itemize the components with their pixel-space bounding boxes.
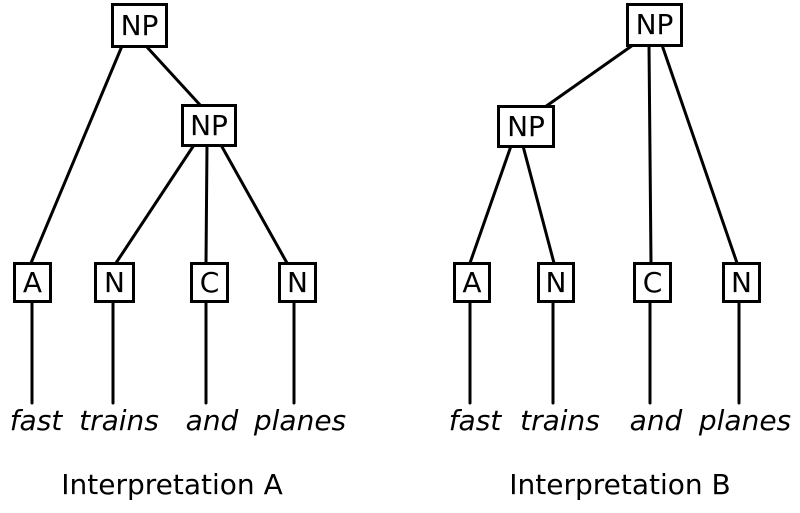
tree-a-caption: Interpretation A <box>61 468 283 501</box>
tree-b-word-trains: trains <box>520 404 600 437</box>
tree-b-leaf-n1-node: N <box>537 262 575 303</box>
tree-a-word-trains: trains <box>79 404 159 437</box>
edge-b-inner-to-leaf-n1 <box>521 144 556 265</box>
tree-a-word-fast: fast <box>9 404 63 437</box>
tree-b-inner-np-node: NP <box>497 105 555 148</box>
tree-a-root-np-node: NP <box>111 3 168 48</box>
tree-a-leaf-n1-node: N <box>94 262 135 303</box>
tree-b-word-planes: planes <box>698 404 792 437</box>
tree-a-inner-np-node: NP <box>181 104 237 147</box>
tree-a-leaf-a-node: A <box>13 262 52 303</box>
tree-b-root-np-node: NP <box>626 3 683 47</box>
tree-b-word-and: and <box>629 404 683 437</box>
tree-b-leaf-c-node: C <box>633 262 672 303</box>
edge-a-inner-to-leaf-c <box>204 143 209 265</box>
tree-a-word-and: and <box>185 404 239 437</box>
tree-a-word-planes: planes <box>253 404 347 437</box>
tree-b-word-fast: fast <box>448 404 502 437</box>
tree-b-caption: Interpretation B <box>509 468 731 501</box>
edge-b-root-to-leaf-c <box>647 43 653 265</box>
edge-a-inner-to-leaf-n2 <box>219 143 289 265</box>
tree-b-leaf-n2-node: N <box>722 262 761 303</box>
tree-a-leaf-c-node: C <box>190 262 229 303</box>
edge-a-root-to-leaf-a <box>29 44 124 265</box>
edge-b-root-to-inner-np <box>543 43 635 109</box>
edge-a-root-to-inner-np <box>144 44 203 108</box>
tree-a-leaf-n2-node: N <box>278 262 317 303</box>
edge-b-root-to-leaf-n2 <box>660 43 739 265</box>
edge-b-inner-to-leaf-a <box>468 144 513 265</box>
edge-a-inner-to-leaf-n1 <box>114 143 196 265</box>
tree-b-leaf-a-node: A <box>453 262 491 303</box>
